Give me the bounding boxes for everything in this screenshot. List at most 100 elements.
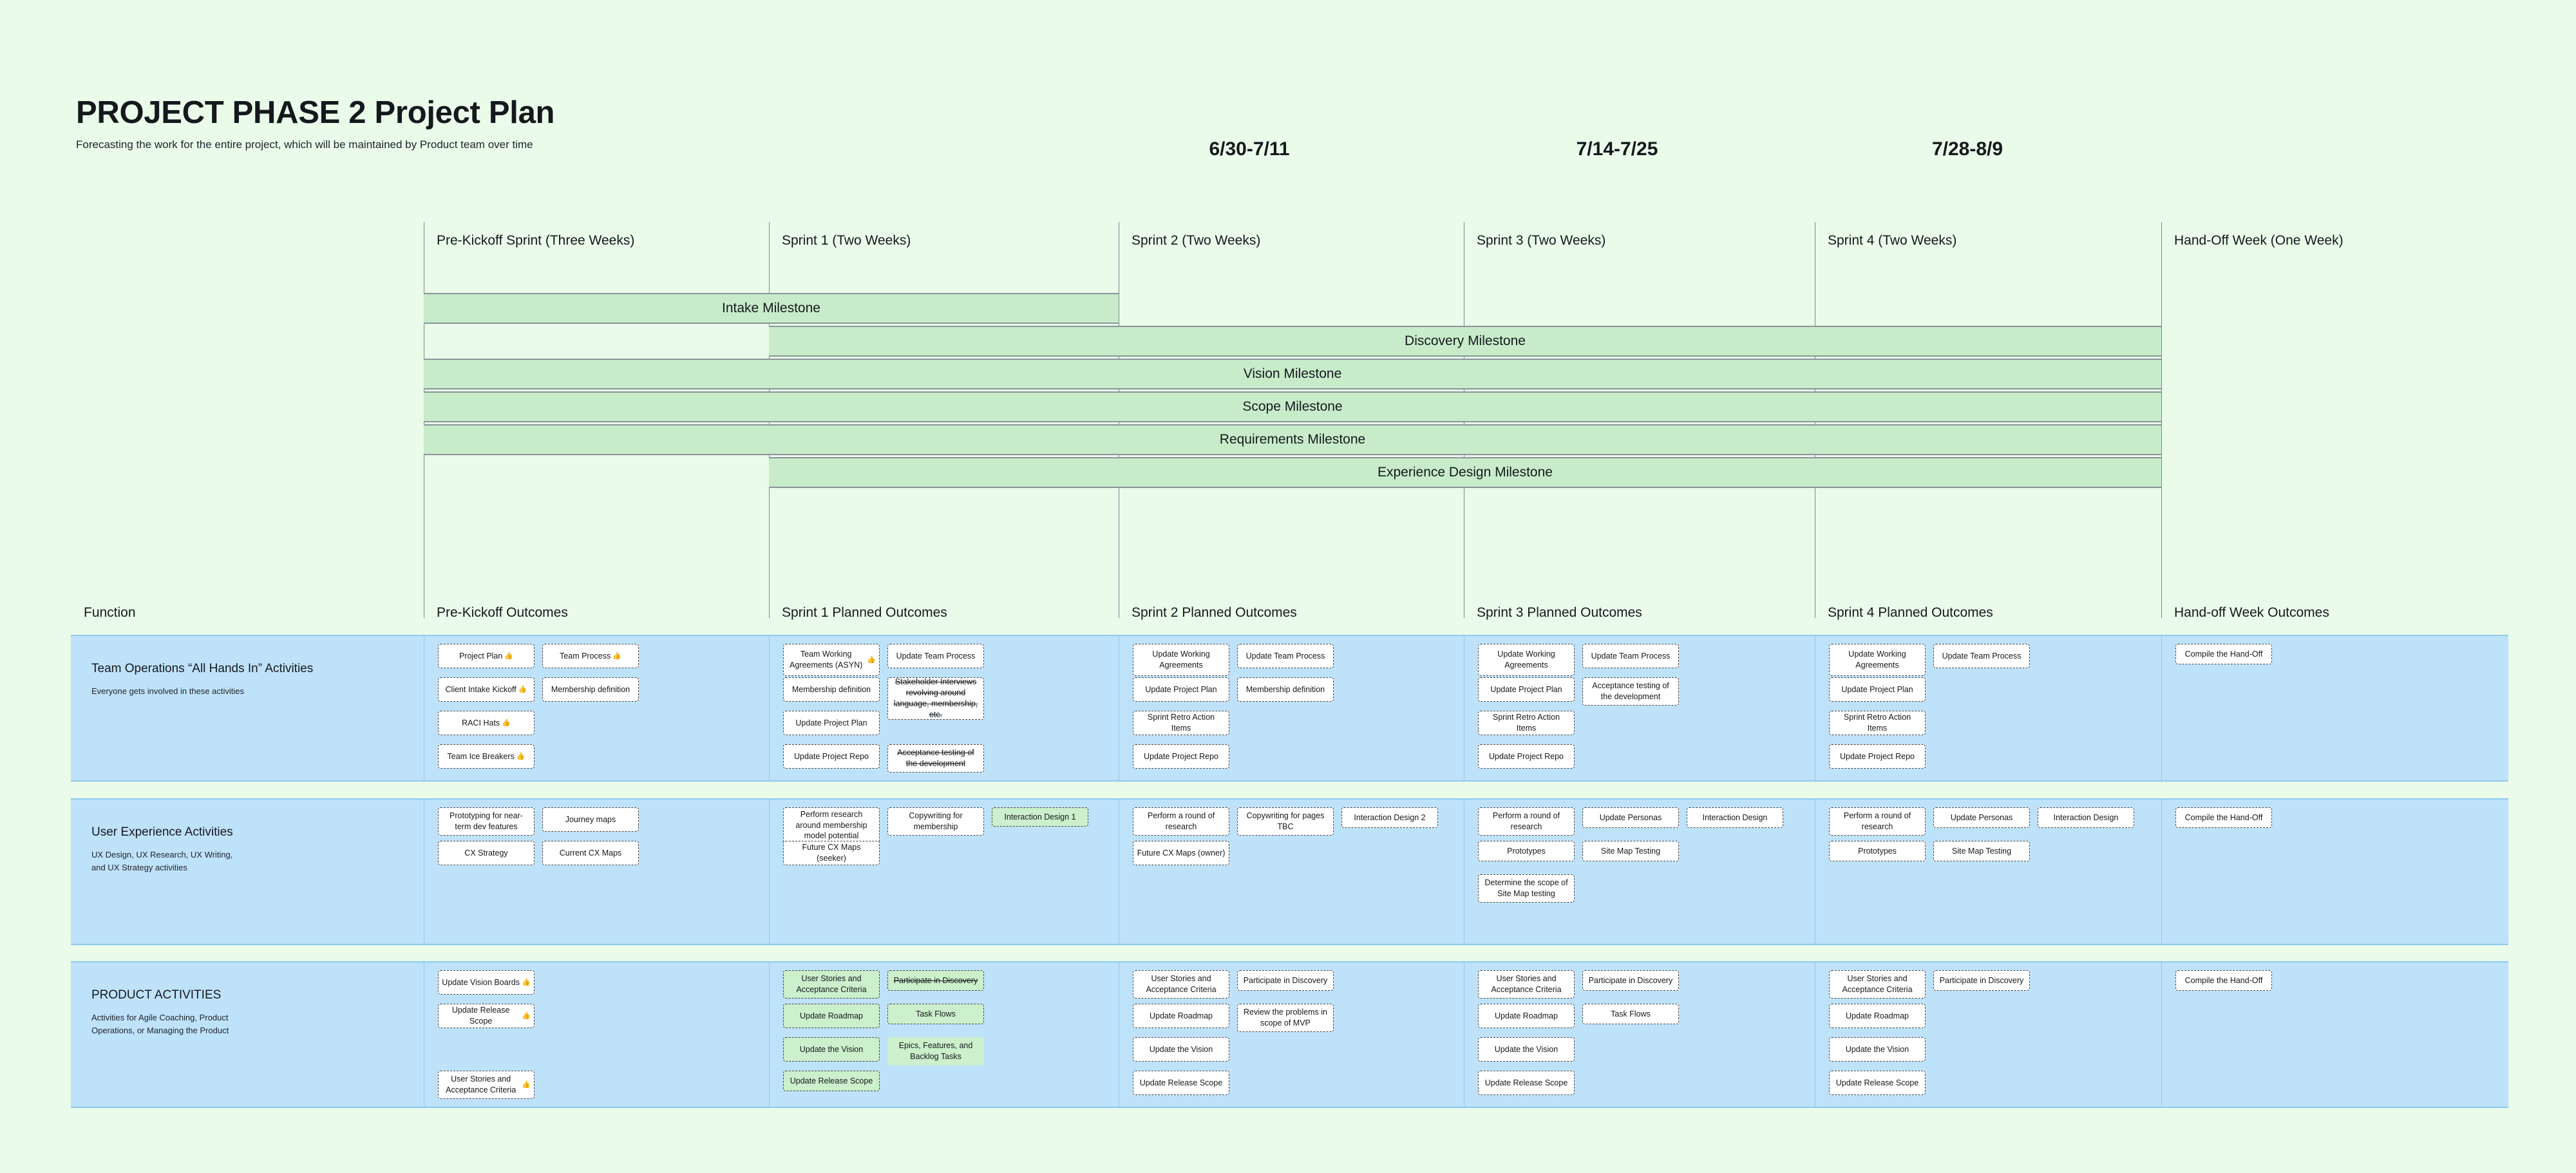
activity-card[interactable]: Interaction Design 1: [992, 807, 1088, 827]
activity-card[interactable]: Client Intake Kickoff👍: [438, 677, 535, 702]
activity-card[interactable]: Sprint Retro Action Items: [1133, 711, 1229, 735]
activity-card[interactable]: Interaction Design 2: [1341, 807, 1438, 828]
activity-card[interactable]: User Stories and Acceptance Criteria: [1478, 970, 1575, 999]
activity-card[interactable]: Perform a round of research: [1478, 807, 1575, 836]
activity-card-label: Epics, Features, and Backlog Tasks: [898, 1041, 973, 1061]
activity-card[interactable]: Team Working Agreements (ASYN)👍: [783, 644, 880, 676]
date-range-label: 7/28-8/9: [1931, 138, 2003, 160]
activity-card[interactable]: Participate in Discovery: [1933, 970, 2030, 991]
activity-card[interactable]: Update Project Repo: [1829, 744, 1926, 769]
activity-card[interactable]: Update Release Scope: [783, 1071, 880, 1091]
activity-card[interactable]: Compile the Hand-Off: [2175, 970, 2272, 991]
swimlane-description: Activities for Agile Coaching, Product O…: [91, 1013, 229, 1035]
activity-card[interactable]: Interaction Design: [1687, 807, 1783, 828]
activity-card[interactable]: Stakeholder Interviews revolving around …: [887, 677, 984, 720]
activity-card-label: Determine the scope of Site Map testing: [1484, 878, 1568, 898]
activity-card[interactable]: Determine the scope of Site Map testing: [1478, 874, 1575, 903]
activity-card[interactable]: User Stories and Acceptance Criteria👍: [438, 1071, 535, 1099]
activity-card-label: Update the Vision: [1149, 1044, 1213, 1054]
activity-card[interactable]: Update Roadmap: [1478, 1004, 1575, 1028]
thumbs-up-icon: 👍: [516, 752, 526, 760]
activity-card[interactable]: Update Project Repo: [1478, 744, 1575, 769]
activity-card[interactable]: Membership definition: [542, 677, 639, 702]
activity-card[interactable]: User Stories and Acceptance Criteria: [783, 970, 880, 999]
activity-card[interactable]: Update Team Process: [1237, 644, 1334, 668]
activity-card[interactable]: Update Team Process: [1933, 644, 2030, 668]
activity-card[interactable]: Update the Vision: [1133, 1037, 1229, 1062]
activity-card[interactable]: User Stories and Acceptance Criteria: [1133, 970, 1229, 999]
activity-card[interactable]: Update Vision Boards👍: [438, 970, 535, 995]
activity-card[interactable]: Update Roadmap: [1829, 1004, 1926, 1028]
activity-card[interactable]: Future CX Maps (seeker): [783, 841, 880, 865]
activity-card[interactable]: Task Flows: [1582, 1004, 1679, 1024]
activity-card[interactable]: Update the Vision: [1829, 1037, 1926, 1062]
activity-card[interactable]: Prototypes: [1829, 841, 1926, 861]
activity-card[interactable]: Update Project Repo: [1133, 744, 1229, 769]
activity-card[interactable]: Acceptance testing of the development: [887, 744, 984, 773]
activity-card[interactable]: Update Project Plan: [1478, 677, 1575, 702]
activity-card[interactable]: Membership definition: [783, 677, 880, 702]
activity-card-label: Update Team Process: [1591, 651, 1671, 661]
activity-card-label: Update Release Scope: [451, 1006, 510, 1026]
activity-card[interactable]: Prototyping for near-term dev features: [438, 807, 535, 836]
activity-card-label: Update Project Repo: [1488, 751, 1564, 761]
activity-card[interactable]: Update Working Agreements: [1133, 644, 1229, 676]
activity-card[interactable]: Current CX Maps: [542, 841, 639, 865]
activity-card[interactable]: User Stories and Acceptance Criteria: [1829, 970, 1926, 999]
activity-card-label: Team Process: [560, 651, 611, 661]
activity-card[interactable]: Update Release Scope: [1829, 1071, 1926, 1095]
activity-card[interactable]: Update Team Process: [887, 644, 984, 668]
activity-card-label: Copywriting for membership: [909, 811, 963, 831]
activity-card[interactable]: Review the problems in scope of MVP: [1237, 1004, 1334, 1032]
activity-card[interactable]: Team Ice Breakers👍: [438, 744, 535, 769]
title-block: PROJECT PHASE 2 Project Plan Forecasting…: [76, 96, 554, 151]
activity-card[interactable]: Copywriting for membership: [887, 807, 984, 836]
activity-card[interactable]: Participate in Discovery: [1582, 970, 1679, 991]
activity-card[interactable]: Compile the Hand-Off: [2175, 807, 2272, 828]
activity-card[interactable]: Participate in Discovery: [1237, 970, 1334, 991]
activity-card[interactable]: Task Flows: [887, 1004, 984, 1024]
activity-card[interactable]: Team Process👍: [542, 644, 639, 668]
activity-card[interactable]: Future CX Maps (owner): [1133, 841, 1229, 865]
activity-card[interactable]: Acceptance testing of the development: [1582, 677, 1679, 706]
activity-card[interactable]: Update the Vision: [1478, 1037, 1575, 1062]
activity-card-label: Update Team Process: [896, 651, 976, 661]
activity-card[interactable]: Journey maps: [542, 807, 639, 832]
activity-card[interactable]: Update Personas: [1582, 807, 1679, 828]
activity-card[interactable]: Site Map Testing: [1582, 841, 1679, 861]
activity-card[interactable]: Site Map Testing: [1933, 841, 2030, 861]
activity-card[interactable]: Update Project Plan: [783, 711, 880, 735]
activity-card-label: Task Flows: [1611, 1009, 1651, 1018]
activity-card[interactable]: Perform research around membership model…: [783, 807, 880, 843]
activity-card[interactable]: Compile the Hand-Off: [2175, 644, 2272, 664]
activity-card[interactable]: Sprint Retro Action Items: [1829, 711, 1926, 735]
activity-card[interactable]: Prototypes: [1478, 841, 1575, 861]
swimlane-title: PRODUCT ACTIVITIES: [91, 988, 222, 1002]
activity-card[interactable]: Update Roadmap: [783, 1004, 880, 1028]
activity-card[interactable]: Update Roadmap: [1133, 1004, 1229, 1028]
activity-card[interactable]: Epics, Features, and Backlog Tasks: [887, 1037, 984, 1065]
activity-card[interactable]: RACI Hats👍: [438, 711, 535, 735]
activity-card[interactable]: Perform a round of research: [1133, 807, 1229, 836]
activity-card[interactable]: Copywriting for pages TBC: [1237, 807, 1334, 836]
activity-card[interactable]: Update Release Scope: [1133, 1071, 1229, 1095]
activity-card[interactable]: Update the Vision: [783, 1037, 880, 1062]
activity-card[interactable]: Update Personas: [1933, 807, 2030, 828]
activity-card[interactable]: Update Team Process: [1582, 644, 1679, 668]
activity-card[interactable]: Update Working Agreements: [1478, 644, 1575, 676]
activity-card[interactable]: Update Working Agreements: [1829, 644, 1926, 676]
activity-card[interactable]: Update Release Scope👍: [438, 1004, 535, 1028]
activity-card[interactable]: Membership definition: [1237, 677, 1334, 702]
activity-card[interactable]: Update Project Plan: [1133, 677, 1229, 702]
activity-card[interactable]: Update Project Plan: [1829, 677, 1926, 702]
activity-card[interactable]: Sprint Retro Action Items: [1478, 711, 1575, 735]
activity-card[interactable]: Project Plan👍: [438, 644, 535, 668]
activity-card[interactable]: CX Strategy: [438, 841, 535, 865]
activity-card-label: Task Flows: [916, 1009, 956, 1018]
activity-card[interactable]: Perform a round of research: [1829, 807, 1926, 836]
activity-card[interactable]: Participate in Discovery: [887, 970, 984, 991]
activity-card[interactable]: Update Release Scope: [1478, 1071, 1575, 1095]
activity-card[interactable]: Interaction Design: [2038, 807, 2134, 828]
activity-card[interactable]: Update Project Repo: [783, 744, 880, 769]
